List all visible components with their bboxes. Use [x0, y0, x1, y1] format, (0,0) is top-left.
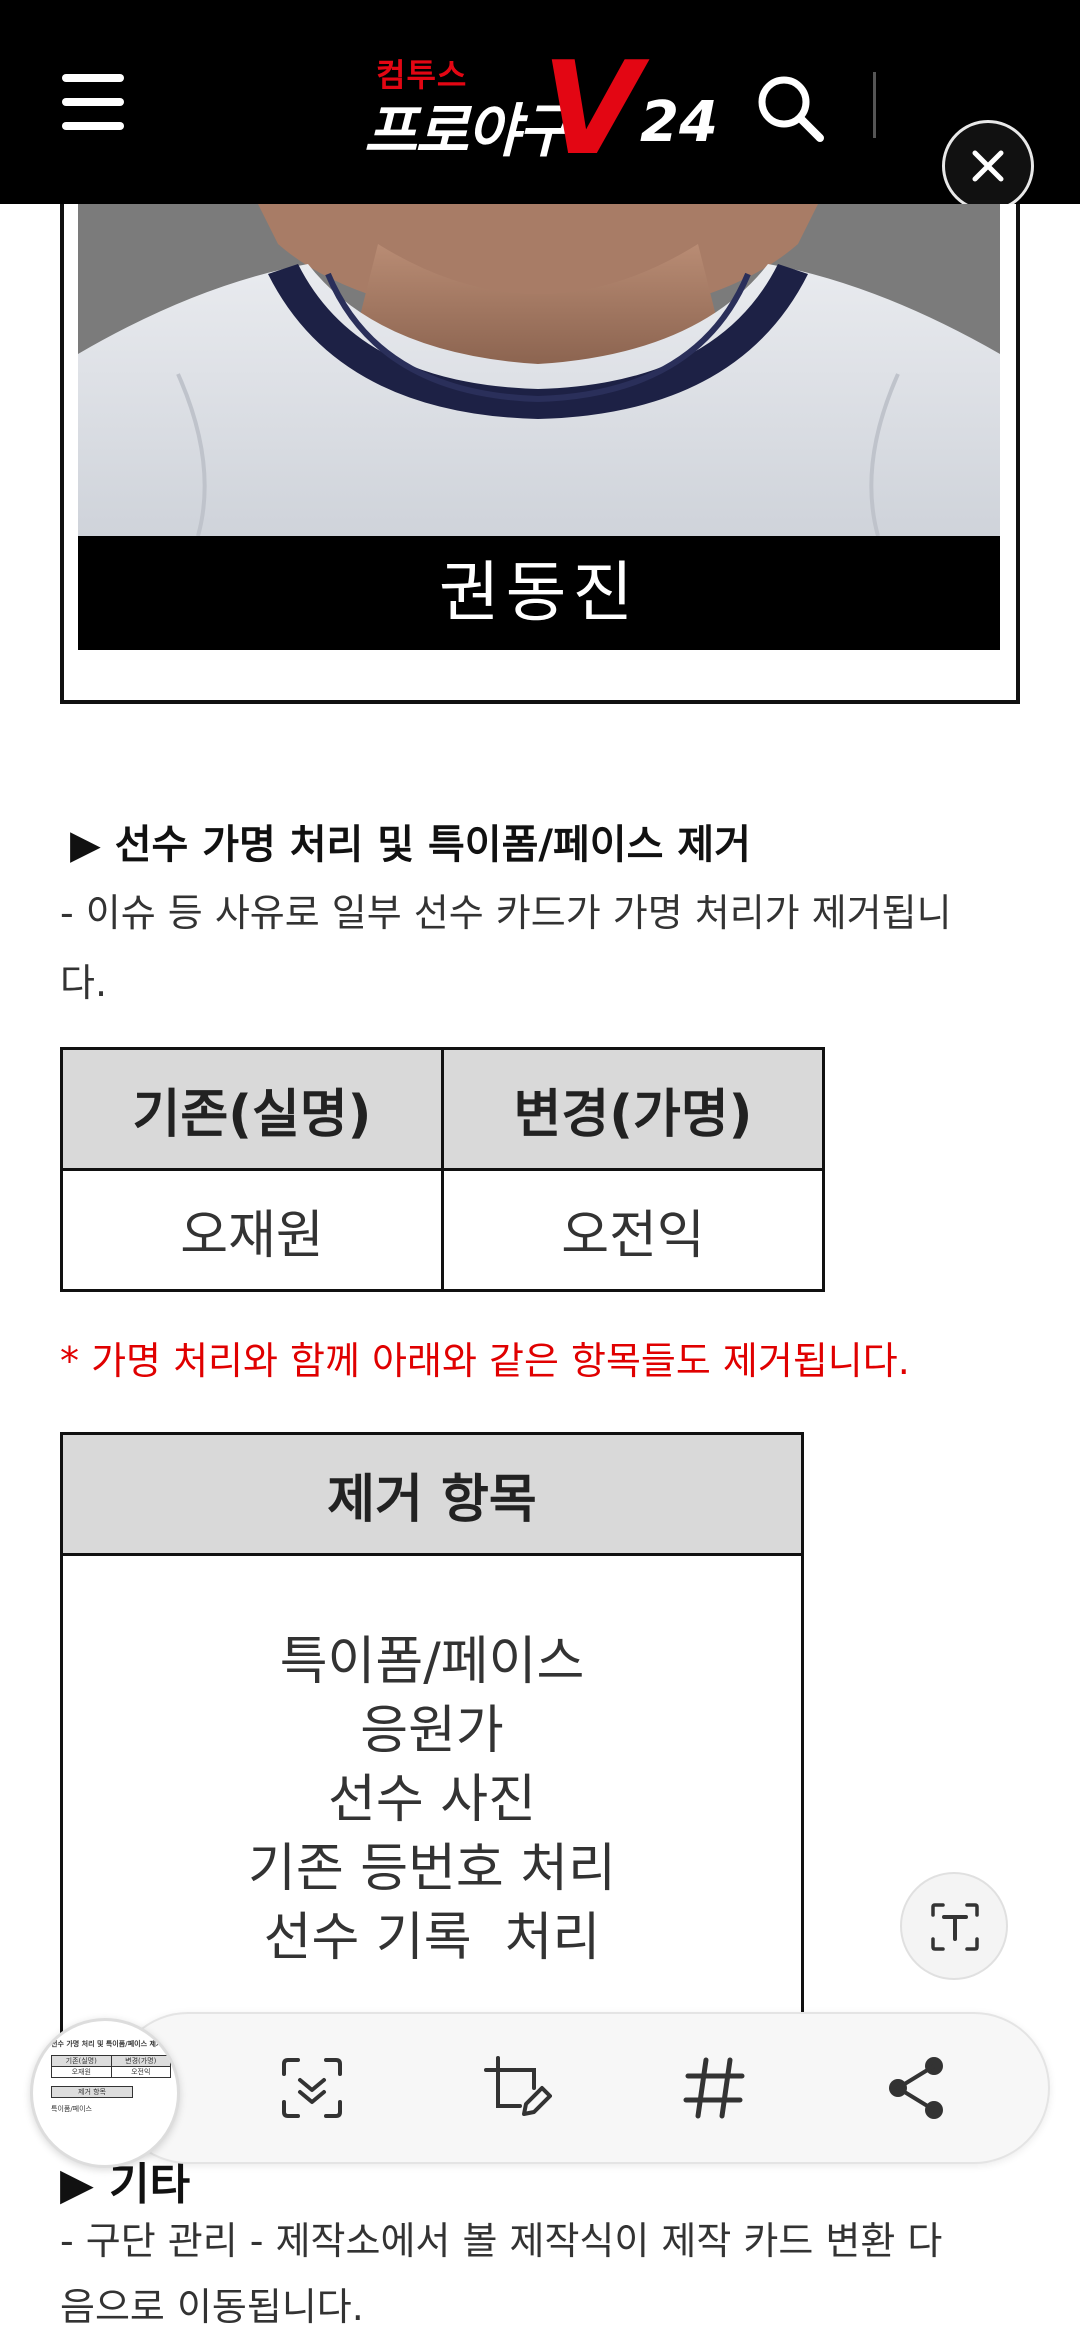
logo-v: V	[542, 35, 642, 184]
screenshot-thumbnail[interactable]: 선수 가명 처리 및 특이폼/페이스 제거 기존(실명) 변경(가명) 오재원 오전…	[30, 2018, 180, 2168]
header-divider	[873, 72, 876, 138]
section2-desc-line2: 음으로 이동됩니다.	[60, 2285, 364, 2329]
removal-item: 응원가	[360, 1701, 504, 1761]
name-change-table: 기존(실명) 변경(가명) 오재원 오전익	[60, 1047, 825, 1292]
cell-alias-name: 오전익	[441, 1168, 825, 1292]
player-photo	[78, 204, 1000, 536]
section-title-etc: ▶ 기타	[60, 2159, 191, 2210]
removal-item: 기존 등번호 처리	[248, 1839, 616, 1899]
thumb-v2: 오전익	[131, 2068, 151, 2076]
hamburger-icon[interactable]	[62, 74, 124, 130]
hashtag-icon[interactable]	[678, 2052, 750, 2124]
thumb-item: 특이폼/페이스	[51, 2105, 92, 2113]
logo-num: 24	[640, 90, 718, 155]
removal-item: 특이폼/페이스	[279, 1632, 585, 1692]
removal-header: 제거 항목	[60, 1432, 804, 1556]
thumbnail-preview: 선수 가명 처리 및 특이폼/페이스 제거 기존(실명) 변경(가명) 오재원 오전…	[51, 2039, 171, 2114]
section-title-alias: ▶ 선수 가명 처리 및 특이폼/페이스 제거	[70, 822, 751, 868]
col-header-original: 기존(실명)	[60, 1047, 444, 1171]
removal-item: 선수 기록 처리	[263, 1908, 601, 1968]
app-header: 컴투스 프로야구 V 24	[0, 0, 1080, 204]
thumb-label: 제거 항목	[78, 2088, 106, 2096]
thumb-col2: 변경(가명)	[125, 2057, 157, 2065]
table-row: 오재원 오전익	[60, 1168, 825, 1292]
close-button[interactable]	[942, 120, 1034, 212]
player-name: 권동진	[78, 536, 1000, 650]
thumb-col1: 기존(실명)	[52, 2056, 112, 2066]
edit-crop-icon[interactable]	[480, 2052, 552, 2124]
close-icon	[972, 150, 1004, 182]
removal-items-table: 제거 항목 특이폼/페이스 응원가 선수 사진 기존 등번호 처리 선수 기록 …	[60, 1432, 804, 2049]
removal-item: 선수 사진	[328, 1770, 536, 1830]
removal-cell: 특이폼/페이스 응원가 선수 사진 기존 등번호 처리 선수 기록 처리	[60, 1553, 804, 2049]
text-extract-icon	[931, 1903, 979, 1951]
search-icon[interactable]	[754, 72, 826, 144]
scan-icon[interactable]	[276, 2052, 348, 2124]
text-extract-button[interactable]	[900, 1872, 1008, 1980]
logo-main: 프로야구	[364, 97, 571, 165]
section-desc-line1: - 이슈 등 사유로 일부 선수 카드가 가명 처리가 제거됩니	[60, 891, 952, 935]
thumb-v1: 오재원	[52, 2067, 112, 2077]
section-desc-line2: 다.	[60, 961, 108, 1005]
section2-desc-line1: - 구단 관리 - 제작소에서 볼 제작식이 제작 카드 변환 다	[60, 2219, 943, 2263]
removal-note: * 가명 처리와 함께 아래와 같은 항목들도 제거됩니다.	[60, 1339, 910, 1383]
logo-sub: 컴투스	[376, 56, 468, 94]
game-logo[interactable]: 컴투스 프로야구 V 24	[364, 46, 718, 174]
thumb-title: 선수 가명 처리 및 특이폼/페이스 제거	[51, 2040, 163, 2048]
col-header-changed: 변경(가명)	[441, 1047, 825, 1171]
share-icon[interactable]	[880, 2052, 952, 2124]
cell-original-name: 오재원	[60, 1168, 444, 1292]
